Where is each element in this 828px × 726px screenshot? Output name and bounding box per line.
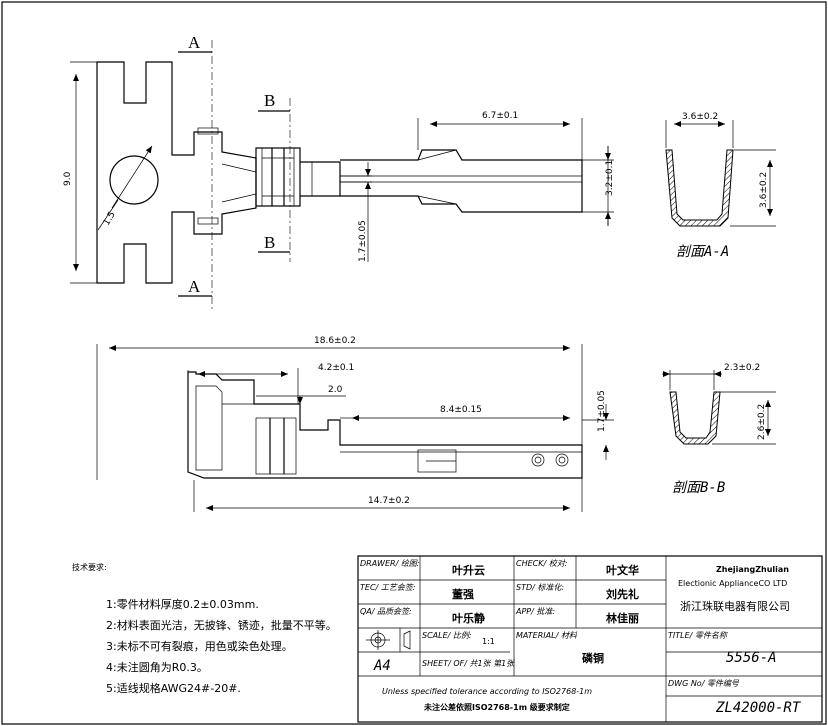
title-label: TITLE/ 零件名称 [668,631,729,640]
dwg-label: DWG No/ 零件编号 [668,679,740,688]
std-label: STD/ 标准化: [516,583,564,592]
section-bb-label: 剖面B-B [672,480,725,496]
drawer-value: 叶升云 [452,563,485,577]
side-view: 18.6±0.2 4.2±0.1 2.0 8.4±0.15 1.7±0.05 1… [96,336,614,512]
dim-contact: 8.4±0.15 [440,405,482,415]
section-mark-a-top: A [188,33,201,52]
app-label: APP/ 批准: [515,607,555,616]
qa-label: QA/ 品质会签: [360,607,412,616]
check-label: CHECK/ 校对: [516,559,568,568]
title-block: DRAWER/ 绘图: 叶升云 CHECK/ 校对: 叶文华 TEC/ 工艺会签… [357,555,823,723]
section-bb-height: 2.6±0.2 [757,404,767,440]
section-aa-width: 3.6±0.2 [682,112,718,122]
notes-title: 技术要求: [72,562,107,572]
dim-side-height: 1.7±0.05 [597,390,607,432]
check-value: 叶文华 [606,563,639,577]
dim-offset: 1.7±0.05 [358,220,368,262]
scale-label: SCALE/ 比例: [422,631,472,640]
tec-label: TEC/ 工艺会签: [360,583,416,592]
qa-value: 叶乐静 [452,611,485,625]
technical-notes: 技术要求: 1:零件材料厚度0.2±0.03mm. 2:材料表面光洁，无披锋、锈… [72,562,337,695]
dim-contact-width: 3.2±0.1 [605,160,615,196]
dim-total-length: 18.6±0.2 [314,336,356,346]
size-value: A4 [373,658,391,674]
top-view: A A B B 1.5 [63,33,615,312]
tec-value: 董强 [452,587,474,601]
projection-symbol [366,630,411,650]
std-value: 刘先礼 [606,587,639,601]
tolerance-cn: 未注公差依照ISO2768-1m 级要求制定 [423,702,570,712]
note-2: 2:材料表面光洁，无披锋、锈迹，批量不平等。 [106,618,337,632]
material-value: 磷铜 [582,651,604,665]
dim-height-9: 9.0 [63,171,73,186]
note-5: 5:适线规格AWG24#-20#. [106,681,241,695]
dim-contact-length: 6.7±0.1 [482,111,518,121]
dim-crimp: 4.2±0.1 [318,363,354,373]
company-en-1: ZhejiangZhulian [716,565,789,574]
section-aa-label: 剖面A-A [676,244,729,260]
scale-value: 1:1 [482,637,495,646]
dwg-value: ZL42000-RT [715,700,802,716]
dim-bottom-length: 14.7±0.2 [368,496,410,506]
note-4: 4:未注圆角为R0.3。 [106,660,208,674]
section-aa-height: 3.6±0.2 [759,172,769,208]
company-cn: 浙江珠联电器有限公司 [680,599,790,613]
drawer-label: DRAWER/ 绘图: [360,559,420,568]
section-mark-a-bottom: A [188,277,201,296]
section-mark-b-top: B [264,91,275,110]
sheet-label: SHEET/ OF/ 共1张 第1张 [422,659,515,668]
section-mark-b-bottom: B [264,233,275,252]
dim-gap: 2.0 [328,385,343,395]
section-aa: 3.6±0.2 3.6±0.2 剖面A-A [665,112,776,260]
hole-dim: 1.5 [102,210,118,227]
app-value: 林佳丽 [606,611,639,625]
section-bb: 2.3±0.2 2.6±0.2 剖面B-B [662,363,776,496]
section-bb-width: 2.3±0.2 [724,363,760,373]
tolerance-en: Unless specified tolerance according to … [382,687,592,696]
title-value: 5556-A [726,650,777,666]
company-en-2: Electionic ApplianceCO LTD [678,579,787,588]
note-1: 1:零件材料厚度0.2±0.03mm. [106,597,259,611]
material-label: MATERIAL/ 材料 [516,631,578,640]
note-3: 3:未标不可有裂痕，用色或染色处理。 [106,639,293,653]
